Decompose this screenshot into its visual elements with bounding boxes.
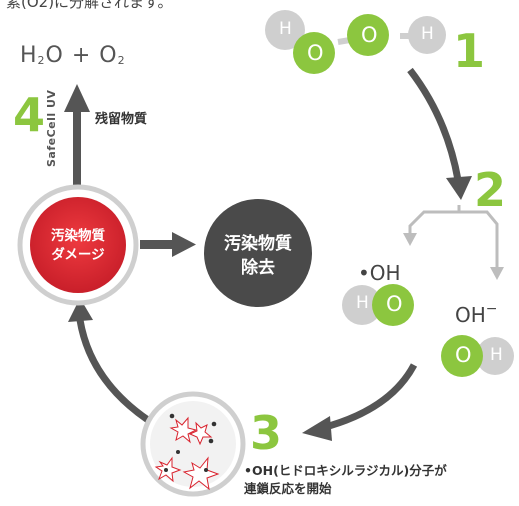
atom-o-left: O: [307, 41, 324, 65]
step-number-2: 2: [474, 163, 507, 217]
footer-caption: •OH(ヒドロキシルラジカル)分子が 連鎖反応を開始: [244, 462, 447, 498]
pollutant-damage-circle: [17, 184, 139, 306]
hydroxide-atom-o: O: [455, 343, 472, 367]
pollutant-removal-text: 汚染物質 除去: [210, 232, 306, 280]
h2o-o: O: [45, 43, 64, 68]
pollutant-particles-icon: [140, 391, 246, 497]
h2o-sub: 2: [37, 54, 46, 67]
step-number-1: 1: [453, 24, 486, 78]
hydroxide-label-text: OH: [455, 303, 486, 327]
hydroxide-charge: −: [485, 301, 498, 317]
step-number-3: 3: [250, 406, 283, 460]
arrow-2-to-3-icon: [302, 363, 418, 441]
safecell-uv-label: SafeCell UV: [45, 89, 58, 167]
atom-h-right: H: [421, 24, 434, 44]
residual-substance-label: 残留物質: [95, 112, 148, 127]
pollutant-removal-circle: [204, 199, 312, 307]
o2-o: O: [99, 43, 118, 68]
o2-sub: 2: [117, 54, 126, 67]
arrow-4-up-icon: [64, 84, 90, 188]
pollutant-damage-text: 汚染物質 ダメージ: [40, 227, 116, 265]
atom-h-left: H: [279, 19, 292, 39]
pollutant-removal-line2: 除去: [241, 258, 275, 278]
hydroxide-molecule: [441, 335, 514, 377]
plus-sign: +: [63, 43, 100, 68]
footer-line2: 連鎖反応を開始: [244, 481, 332, 496]
hydroxyl-radical-molecule: [342, 284, 414, 326]
top-caption: 素(O2)に分解されます。: [6, 0, 173, 11]
hydroxide-label: OH−: [455, 301, 498, 327]
radical-atom-h: H: [356, 293, 369, 313]
step-number-4: 4: [13, 88, 46, 142]
pollutant-damage-line2: ダメージ: [51, 247, 105, 263]
arrow-3-to-4-icon: [68, 298, 150, 423]
h2o-h: H: [20, 43, 38, 68]
atom-o-right: O: [361, 23, 378, 47]
radical-label: •OH: [358, 261, 401, 285]
radical-atom-o: O: [386, 292, 403, 316]
arrow-damage-to-removal-icon: [140, 232, 196, 257]
pollutant-damage-line1: 汚染物質: [51, 228, 105, 244]
hydroxide-atom-h: H: [490, 345, 503, 365]
split-bracket-icon: [403, 205, 504, 280]
pollutant-removal-line1: 汚染物質: [224, 234, 292, 254]
arrow-1-to-2-icon: [407, 67, 472, 200]
footer-line1: •OH(ヒドロキシルラジカル)分子が: [244, 463, 447, 478]
products-formula: H2O + O2: [20, 43, 126, 68]
hydrogen-peroxide-molecule: [265, 10, 446, 74]
